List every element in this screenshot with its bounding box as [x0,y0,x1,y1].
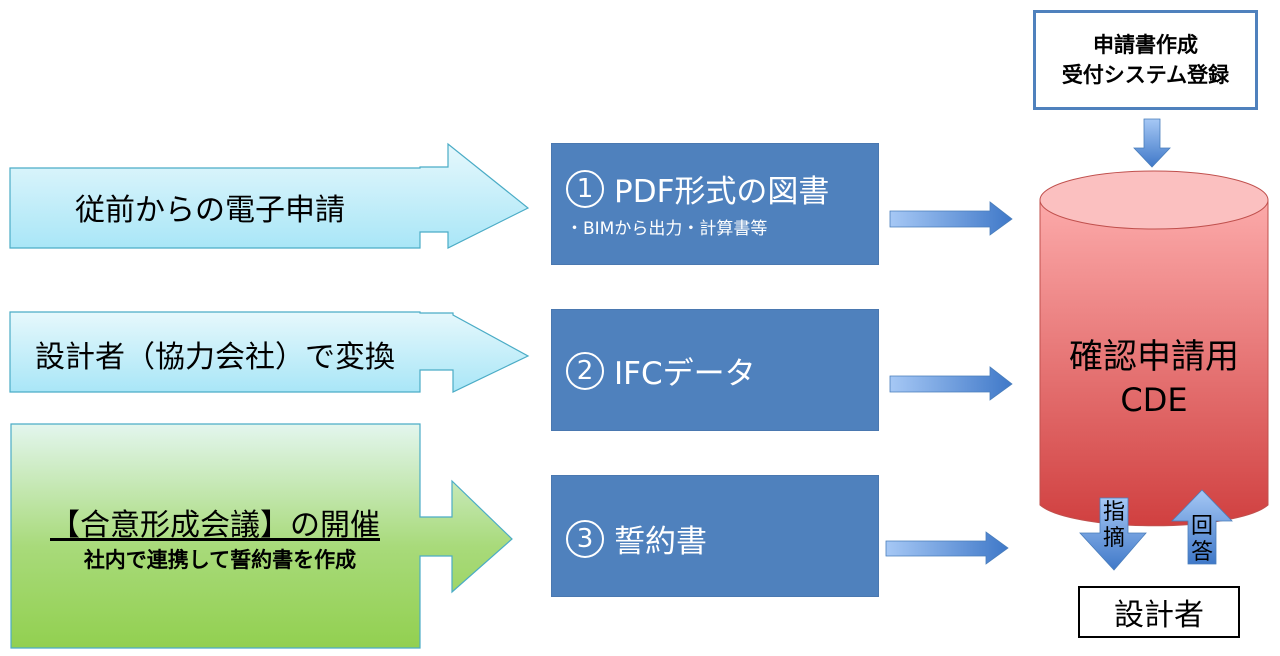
cde-cylinder [1039,170,1269,527]
deliverable-title: 誓約書 [614,524,707,560]
deliverable-title: PDF形式の図書 [614,174,830,210]
system-line-1: 申請書作成 [1093,33,1198,57]
arrow-down-system [1133,118,1171,168]
input-label-2: 設計者（協力会社）で変換 [35,340,395,375]
input-label-1: 従前からの電子申請 [75,193,345,228]
number-badge: 2 [566,351,604,390]
number-badge: 1 [566,169,604,208]
input-arrow-3 [10,423,513,649]
deliverable-pledge: 3 誓約書 [551,475,879,597]
input-sublabel-3: 社内で連携して誓約書を作成 [83,548,357,572]
number-badge: 3 [566,519,604,558]
arrow-to-cde-2 [889,366,1013,401]
deliverable-pdf: 1 PDF形式の図書 ・BIMから出力・計算書等 [551,143,879,265]
input-arrow-2 [9,311,530,393]
input-label-3: 【合意形成会議】の開催 [50,508,380,543]
cde-label-2: CDE [1120,381,1188,419]
shiteki-label: 指 摘 [1102,500,1125,551]
arrow-to-cde-3 [885,531,1009,565]
down-arrow-shiteki [1079,497,1147,571]
system-line-2: 受付システム登録 [1061,63,1230,87]
cde-label-1: 確認申請用 [1069,336,1239,377]
arrow-to-cde-1 [889,201,1013,236]
input-arrow-1 [9,142,530,249]
up-arrow-kaitou [1171,489,1233,565]
system-registration-box: 申請書作成 受付システム登録 [1033,10,1258,110]
deliverable-subtitle: ・BIMから出力・計算書等 [566,219,768,239]
deliverable-ifc: 2 IFCデータ [551,309,879,431]
designer-box: 設計者 [1078,586,1240,638]
deliverable-title: IFCデータ [614,356,756,392]
kaitou-label: 回 答 [1190,514,1213,565]
